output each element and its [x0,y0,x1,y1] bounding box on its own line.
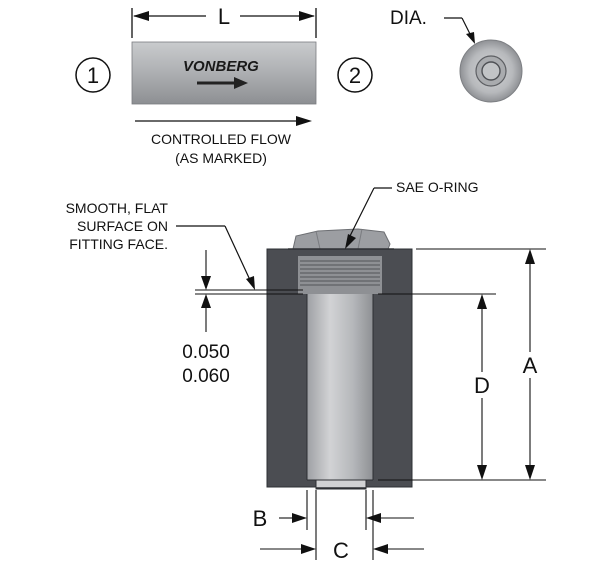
section-view: SAE O-RING SMOOTH, FLAT SURFACE ON FITTI… [66,179,546,563]
arrowhead-icon [477,294,487,309]
face-depth-dimension [195,250,303,332]
end-view: DIA. [390,8,523,103]
arrowhead-icon [525,249,535,264]
arrowhead-icon [296,116,312,126]
arrowhead-icon [201,294,211,308]
port-1-label: 1 [87,63,99,88]
dia-leader [461,17,472,37]
surface-callout-line-1: SMOOTH, FLAT [66,200,169,216]
flow-arrow-icon [197,77,248,89]
arrowhead-icon [133,11,149,21]
dim-a-label: A [523,353,538,378]
top-view: L VONBERG 1 2 CONTROLLED FLOW (AS MARKED… [75,4,373,166]
flow-caption-line-2: (AS MARKED) [175,150,267,166]
tolerance-top: 0.050 [182,342,230,363]
thread-lines [300,260,380,286]
arrowhead-icon [466,32,475,44]
tolerance-bottom: 0.060 [182,366,230,387]
bottom-port [315,479,367,490]
length-label: L [218,4,230,29]
dim-c-label: C [333,538,349,563]
dim-c [260,490,424,560]
oring-leader [349,187,392,237]
surface-callout-line-3: FITTING FACE. [69,236,168,252]
dia-label: DIA. [390,8,427,29]
arrowhead-icon [345,234,356,249]
dim-a [416,248,546,481]
surface-callout-line-2: SURFACE ON [77,218,168,234]
surface-leader [176,225,251,281]
flow-caption-line-1: CONTROLLED FLOW [151,131,292,147]
dim-b-label: B [253,506,268,531]
port-2-circle [337,57,373,93]
arrowhead-icon [373,544,388,554]
dim-b [279,490,414,530]
brand-logo: VONBERG [183,58,259,75]
bore [298,256,382,481]
port-2-label: 2 [349,63,361,88]
fitting-hex [288,228,394,250]
arrowhead-icon [201,276,211,290]
end-face-orifice [481,61,501,81]
port-1-circle [75,57,111,93]
arrowhead-icon [477,465,487,480]
cartridge-body [131,41,317,105]
arrowhead-icon [299,11,315,21]
dim-d-label: D [474,373,490,398]
arrowhead-icon [246,276,255,290]
arrowhead-icon [525,465,535,480]
oring-label: SAE O-RING [396,179,478,195]
arrowhead-icon [301,544,316,554]
arrowhead-icon [292,513,307,523]
